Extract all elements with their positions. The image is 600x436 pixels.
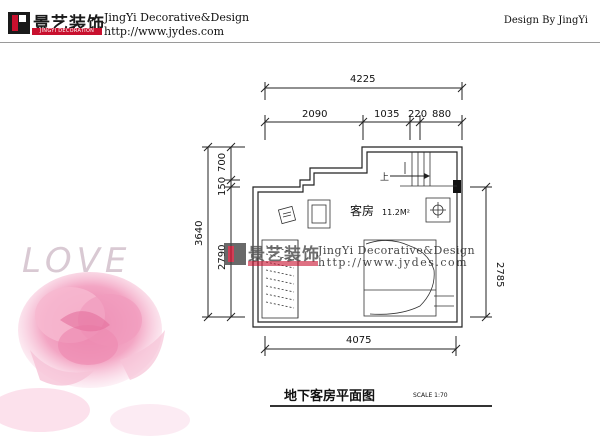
- watermark-red-bar: [248, 261, 318, 266]
- watermark-logo: 景艺装饰: [224, 241, 319, 267]
- dim-left-seg-1: 700: [217, 153, 228, 172]
- rose-flower-icon: [0, 272, 190, 436]
- watermark-company: JingYi Decorative&Design: [318, 244, 476, 257]
- room-area: 11.2M²: [382, 208, 410, 217]
- title-underline: [270, 405, 492, 407]
- dim-top-total: 4225: [350, 74, 375, 85]
- header-divider: [0, 42, 600, 43]
- design-by-label: Design By JingYi: [503, 15, 588, 26]
- rose-decoration: LOVE: [0, 241, 190, 436]
- bed: [363, 239, 437, 317]
- side-table: [277, 205, 297, 225]
- dim-top-seg-2: 1035: [374, 109, 399, 120]
- stair-up-mark: 上: [380, 172, 389, 183]
- company-url: http://www.jydes.com: [104, 25, 225, 38]
- company-logo: 景艺装饰 JINGYI DECORATION: [8, 12, 104, 35]
- love-watermark: LOVE: [22, 241, 131, 281]
- dim-left-seg-3: 2790: [217, 245, 228, 270]
- company-name: JingYi Decorative&Design: [104, 11, 250, 24]
- plan-title: 地下客房平面图: [284, 389, 376, 404]
- dim-right-total: 2785: [494, 262, 505, 287]
- dim-left-total: 3640: [194, 221, 205, 246]
- plan-scale: SCALE 1:70: [413, 392, 448, 399]
- logo-mark-icon: [8, 12, 30, 34]
- dim-left-seg-2: 150: [217, 177, 228, 196]
- dim-top-seg-1: 2090: [302, 109, 327, 120]
- nightstand: [425, 197, 451, 223]
- logo-english-text: JINGYI DECORATION: [32, 28, 102, 35]
- desk-chair: [307, 199, 331, 229]
- room-name: 客房: [350, 203, 374, 218]
- watermark-mark-icon: [224, 243, 246, 265]
- watermark-logo-text: 景艺装饰: [248, 245, 320, 265]
- dim-top-seg-3: 220: [408, 109, 427, 120]
- dim-bottom-total: 4075: [346, 335, 371, 346]
- watermark-url: http://www.jydes.com: [318, 256, 469, 269]
- dim-top-seg-4: 880: [432, 109, 451, 120]
